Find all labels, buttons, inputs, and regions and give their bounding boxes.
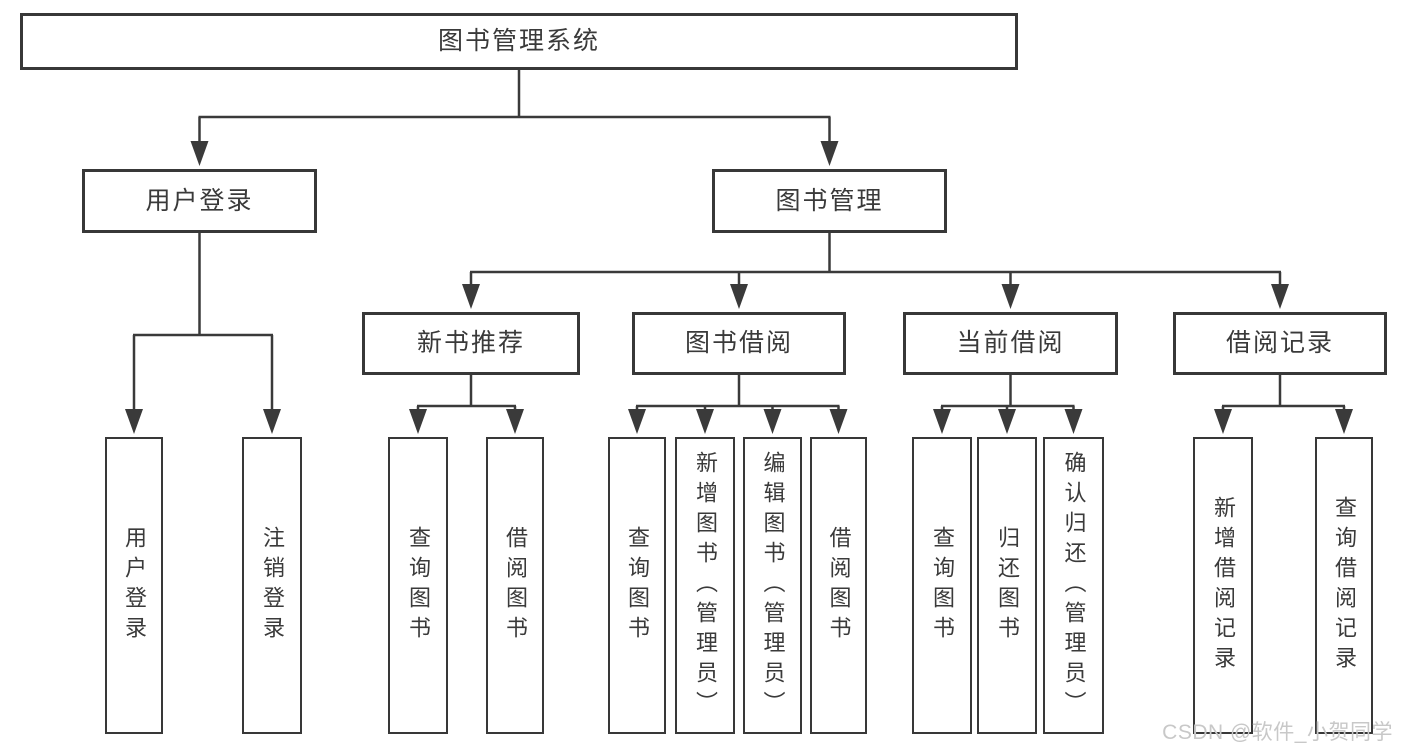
node-leaf-logout: 注销登录 xyxy=(242,437,302,734)
node-book-borrow: 图书借阅 xyxy=(632,312,846,375)
node-label-book-mgmt: 图书管理 xyxy=(775,186,884,215)
arrowhead-icon xyxy=(933,409,951,434)
node-label-leaf-edit-book: 编辑图书（管理员） xyxy=(760,450,786,721)
node-label-user-login: 用户登录 xyxy=(145,186,254,215)
node-label-leaf-return-book: 归还图书 xyxy=(995,525,1020,646)
node-leaf-query-record: 查询借阅记录 xyxy=(1315,437,1373,734)
arrowhead-icon xyxy=(763,409,782,434)
node-leaf-query-book-bor: 查询图书 xyxy=(608,437,666,734)
node-label-leaf-query-book-cur: 查询图书 xyxy=(930,525,955,646)
node-label-leaf-confirm-return: 确认归还（管理员） xyxy=(1061,450,1087,721)
arrowhead-icon xyxy=(1335,409,1353,434)
node-leaf-edit-book: 编辑图书（管理员） xyxy=(743,437,802,734)
arrowhead-icon xyxy=(1001,284,1020,309)
node-label-leaf-add-book: 新增图书（管理员） xyxy=(693,450,718,721)
node-leaf-user-login: 用户登录 xyxy=(105,437,163,734)
node-label-root: 图书管理系统 xyxy=(437,27,600,55)
node-leaf-add-record: 新增借阅记录 xyxy=(1193,437,1253,734)
node-leaf-borrow-book: 借阅图书 xyxy=(810,437,867,734)
node-label-leaf-add-record: 新增借阅记录 xyxy=(1211,495,1236,676)
arrowhead-icon xyxy=(696,409,714,434)
arrowhead-icon xyxy=(1271,284,1289,309)
node-new-book-rec: 新书推荐 xyxy=(362,312,580,375)
node-label-book-borrow: 图书借阅 xyxy=(684,329,793,357)
node-user-login: 用户登录 xyxy=(82,169,317,233)
node-leaf-add-book: 新增图书（管理员） xyxy=(675,437,735,734)
node-book-mgmt: 图书管理 xyxy=(712,169,947,233)
node-current-borrow: 当前借阅 xyxy=(903,312,1118,375)
arrowhead-icon xyxy=(462,284,480,309)
arrowhead-icon xyxy=(829,409,848,434)
node-label-leaf-borrow-book-new: 借阅图书 xyxy=(503,525,528,646)
arrowhead-icon xyxy=(730,284,748,309)
node-label-new-book-rec: 新书推荐 xyxy=(416,329,525,357)
node-borrow-records: 借阅记录 xyxy=(1173,312,1387,375)
node-label-leaf-logout: 注销登录 xyxy=(260,525,285,646)
node-label-leaf-user-login: 用户登录 xyxy=(122,525,147,646)
arrowhead-icon xyxy=(820,141,839,166)
arrowhead-icon xyxy=(628,409,646,434)
arrowhead-icon xyxy=(263,409,281,434)
node-leaf-query-book-cur: 查询图书 xyxy=(912,437,972,734)
node-label-leaf-borrow-book: 借阅图书 xyxy=(826,525,852,646)
arrowhead-icon xyxy=(998,409,1016,434)
node-root: 图书管理系统 xyxy=(20,13,1018,70)
node-leaf-borrow-book-new: 借阅图书 xyxy=(486,437,544,734)
arrowhead-icon xyxy=(506,409,524,434)
node-label-leaf-query-record: 查询借阅记录 xyxy=(1332,495,1357,676)
arrowhead-icon xyxy=(409,409,427,434)
node-label-leaf-query-book-bor: 查询图书 xyxy=(625,525,650,646)
watermark-text: CSDN @软件_小贺同学 xyxy=(1162,720,1393,744)
node-label-borrow-records: 借阅记录 xyxy=(1225,329,1334,357)
node-label-current-borrow: 当前借阅 xyxy=(956,329,1065,357)
arrowhead-icon xyxy=(125,409,143,434)
arrowhead-icon xyxy=(1214,409,1232,434)
node-leaf-confirm-return: 确认归还（管理员） xyxy=(1043,437,1104,734)
node-leaf-query-book-new: 查询图书 xyxy=(388,437,448,734)
node-label-leaf-query-book-new: 查询图书 xyxy=(406,525,431,646)
arrowhead-icon xyxy=(190,141,209,166)
arrowhead-icon xyxy=(1064,409,1083,434)
node-leaf-return-book: 归还图书 xyxy=(977,437,1037,734)
